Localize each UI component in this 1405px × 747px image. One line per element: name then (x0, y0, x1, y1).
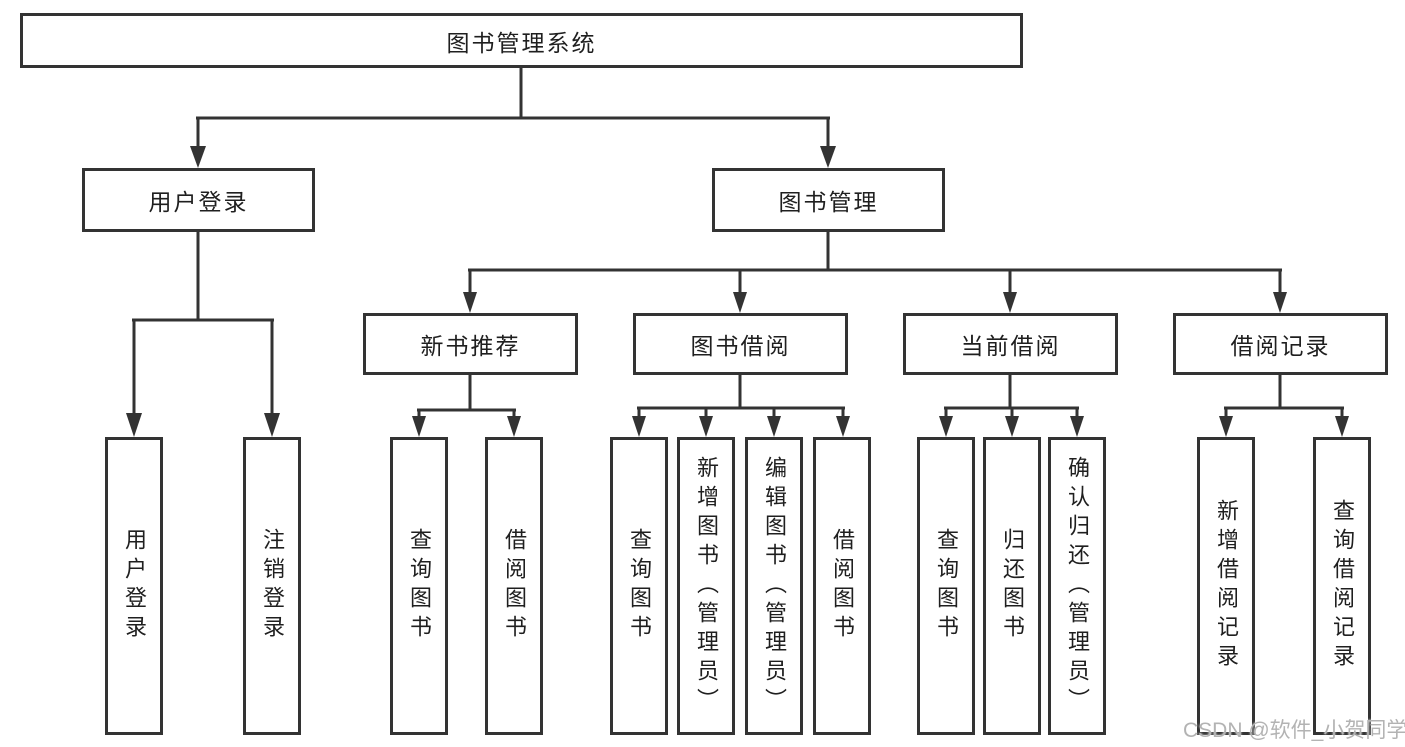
leaf-cu-confirm-return-label: 确认归还（管理员） (1065, 455, 1090, 717)
leaf-bw-borrow-book: 借阅图书 (813, 437, 871, 735)
arrowhead-user-login (126, 413, 142, 437)
arrowhead-nb-borrow (507, 416, 521, 437)
arrowhead-new-book (463, 292, 477, 313)
node-book-management: 图书管理 (712, 168, 945, 232)
csdn-watermark: CSDN @软件_小贺同学 (1183, 719, 1405, 742)
leaf-nb-query-book: 查询图书 (390, 437, 448, 735)
arrowhead-borrow (733, 292, 747, 313)
leaf-cu-query-book: 查询图书 (917, 437, 975, 735)
leaf-bw-add-book-label: 新增图书（管理员） (694, 455, 719, 717)
arrowhead-records (1273, 292, 1287, 313)
leaf-bw-add-book: 新增图书（管理员） (677, 437, 735, 735)
arrowhead-bw-borrow (836, 416, 850, 437)
arrowhead-nb-query (412, 416, 426, 437)
leaf-cu-confirm-return: 确认归还（管理员） (1048, 437, 1106, 735)
node-book-borrow-label: 图书借阅 (690, 333, 791, 359)
leaf-logout-label: 注销登录 (260, 528, 285, 644)
arrowhead-cu-confirm (1070, 416, 1084, 437)
leaf-bw-borrow-book-label: 借阅图书 (830, 528, 855, 644)
leaf-nb-borrow-book: 借阅图书 (485, 437, 543, 735)
node-current-borrow: 当前借阅 (903, 313, 1118, 375)
leaf-bw-edit-book-label: 编辑图书（管理员） (762, 455, 787, 717)
node-new-book-recommend: 新书推荐 (363, 313, 578, 375)
arrowhead-cu-query (939, 416, 953, 437)
node-borrow-records-label: 借阅记录 (1230, 333, 1331, 359)
arrowhead-login (190, 146, 206, 168)
leaf-rc-add-record: 新增借阅记录 (1197, 437, 1255, 735)
arrowhead-current (1003, 292, 1017, 313)
node-book-management-label: 图书管理 (778, 189, 879, 215)
node-book-borrow: 图书借阅 (633, 313, 848, 375)
leaf-rc-add-record-label: 新增借阅记录 (1214, 499, 1239, 673)
leaf-cu-query-book-label: 查询图书 (934, 528, 959, 644)
leaf-bw-query-book: 查询图书 (610, 437, 668, 735)
leaf-bw-query-book-label: 查询图书 (627, 528, 652, 644)
arrowhead-bw-add (699, 416, 713, 437)
node-root-label: 图书管理系统 (446, 29, 597, 56)
node-user-login: 用户登录 (82, 168, 315, 232)
leaf-cu-return-book: 归还图书 (983, 437, 1041, 735)
leaf-rc-query-record: 查询借阅记录 (1313, 437, 1371, 735)
arrowhead-bw-edit (767, 416, 781, 437)
node-root: 图书管理系统 (20, 13, 1023, 68)
node-current-borrow-label: 当前借阅 (960, 333, 1061, 359)
node-new-book-recommend-label: 新书推荐 (420, 333, 521, 359)
arrowhead-rc-add (1219, 416, 1233, 437)
leaf-cu-return-book-label: 归还图书 (1000, 528, 1025, 644)
arrowhead-cu-return (1005, 416, 1019, 437)
leaf-user-login-label: 用户登录 (122, 528, 147, 644)
arrowhead-rc-query (1335, 416, 1349, 437)
node-user-login-label: 用户登录 (148, 189, 249, 215)
leaf-user-login: 用户登录 (105, 437, 163, 735)
arrowhead-logout (264, 413, 280, 437)
arrowhead-management (820, 146, 836, 168)
leaf-nb-query-book-label: 查询图书 (407, 528, 432, 644)
leaf-bw-edit-book: 编辑图书（管理员） (745, 437, 803, 735)
leaf-rc-query-record-label: 查询借阅记录 (1330, 499, 1355, 673)
arrowhead-bw-query (632, 416, 646, 437)
leaf-logout: 注销登录 (243, 437, 301, 735)
leaf-nb-borrow-book-label: 借阅图书 (502, 528, 527, 644)
node-borrow-records: 借阅记录 (1173, 313, 1388, 375)
